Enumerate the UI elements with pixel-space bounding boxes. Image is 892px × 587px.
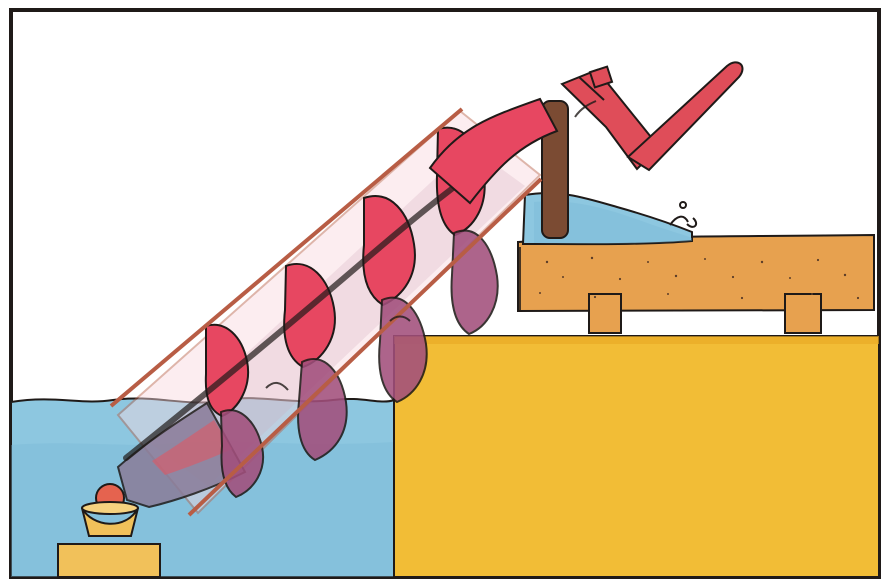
pedestal (58, 544, 160, 577)
ground-texture (394, 336, 879, 344)
trough-support-left (589, 294, 621, 333)
cup-rim (82, 502, 138, 514)
trough-support-right (785, 294, 821, 333)
ground-block (394, 336, 879, 577)
